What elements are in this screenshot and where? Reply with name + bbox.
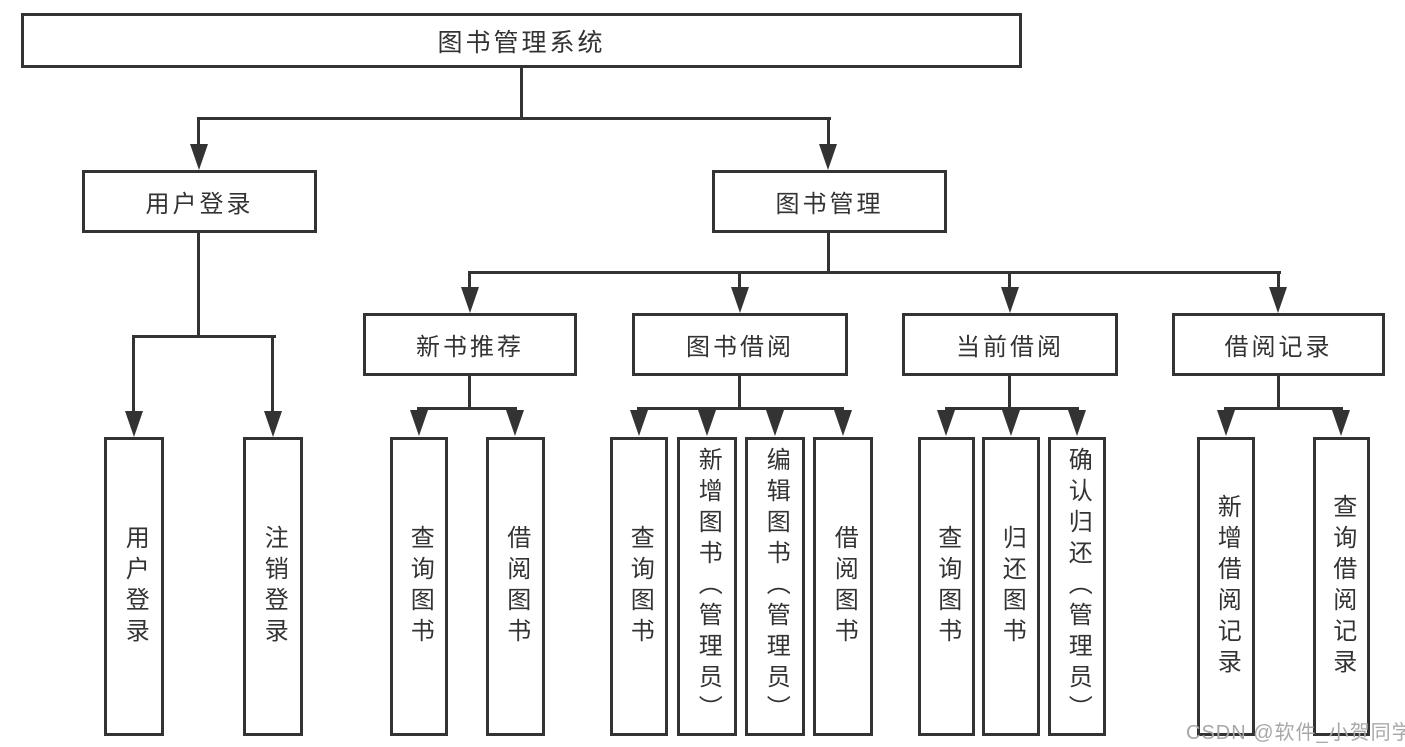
connector-line [827, 233, 830, 274]
arrow-down-icon [506, 410, 524, 436]
leaf-borrow-book: 借阅图书 [813, 437, 873, 736]
connector-line [197, 233, 200, 338]
arrow-down-icon [1332, 410, 1350, 436]
leaf-query-book: 查询图书 [918, 437, 975, 736]
arrow-down-icon [630, 410, 648, 436]
node-new-book-recommendation: 新书推荐 [363, 313, 577, 376]
arrow-down-icon [125, 411, 143, 437]
node-current-borrowing: 当前借阅 [902, 313, 1118, 376]
node-book-management: 图书管理 [712, 170, 947, 233]
arrow-down-icon [698, 410, 716, 436]
leaf-label: 编辑图书（管理员） [762, 447, 790, 726]
leaf-label: 查询借阅记录 [1328, 493, 1356, 680]
leaf-label: 新增图书（管理员） [694, 447, 722, 726]
connector-line [738, 274, 741, 290]
leaf-borrow-book: 借阅图书 [486, 437, 545, 736]
arrow-down-icon [190, 144, 208, 170]
arrow-down-icon [731, 287, 749, 313]
leaf-label: 新增借阅记录 [1213, 493, 1241, 680]
connector-line [738, 376, 741, 410]
arrow-down-icon [1068, 410, 1086, 436]
connector-line [827, 120, 830, 146]
connector-line [1277, 274, 1280, 290]
leaf-label: 借阅图书 [502, 524, 530, 649]
arrow-down-icon [1001, 287, 1019, 313]
leaf-label: 查询图书 [626, 524, 654, 649]
connector-line [1008, 376, 1011, 410]
connector-line [271, 338, 274, 414]
connector-line [945, 407, 1079, 410]
arrow-down-icon [766, 410, 784, 436]
arrow-down-icon [1217, 410, 1235, 436]
leaf-edit-book-admin: 编辑图书（管理员） [745, 437, 805, 736]
connector-line [468, 271, 1281, 274]
connector-line [637, 407, 844, 410]
arrow-down-icon [1269, 287, 1287, 313]
leaf-label: 查询图书 [406, 524, 434, 649]
node-borrowing-records: 借阅记录 [1172, 313, 1385, 376]
leaf-add-book-admin: 新增图书（管理员） [677, 437, 737, 736]
connector-line [468, 376, 471, 410]
leaf-label: 查询图书 [933, 524, 961, 649]
leaf-label: 用户登录 [121, 524, 149, 649]
leaf-query-book: 查询图书 [390, 437, 448, 736]
leaf-query-borrow-record: 查询借阅记录 [1313, 437, 1370, 736]
leaf-logout: 注销登录 [243, 437, 303, 736]
arrow-down-icon [1002, 410, 1020, 436]
connector-line [132, 338, 135, 414]
node-library-management-system: 图书管理系统 [21, 13, 1022, 68]
arrow-down-icon [819, 144, 837, 170]
connector-line [1224, 407, 1343, 410]
leaf-query-book: 查询图书 [610, 437, 668, 736]
leaf-label: 确认归还（管理员） [1064, 447, 1092, 726]
arrow-down-icon [410, 410, 428, 436]
arrow-down-icon [834, 410, 852, 436]
leaf-confirm-return-admin: 确认归还（管理员） [1048, 437, 1106, 736]
connector-line [132, 335, 276, 338]
arrow-down-icon [264, 411, 282, 437]
leaf-user-login: 用户登录 [104, 437, 164, 736]
arrow-down-icon [461, 287, 479, 313]
connector-line [1277, 376, 1280, 410]
connector-line [197, 120, 200, 146]
leaf-label: 注销登录 [260, 524, 288, 649]
leaf-label: 归还图书 [998, 524, 1026, 649]
node-book-borrowing: 图书借阅 [632, 313, 848, 376]
node-user-login: 用户登录 [82, 170, 317, 233]
connector-line [1008, 274, 1011, 290]
connector-line [417, 407, 517, 410]
leaf-add-borrow-record: 新增借阅记录 [1197, 437, 1255, 736]
leaf-return-book: 归还图书 [982, 437, 1040, 736]
connector-line [520, 68, 523, 117]
leaf-label: 借阅图书 [830, 524, 858, 649]
csdn-watermark: CSDN @软件_小贺同学 [1186, 722, 1405, 744]
arrow-down-icon [937, 410, 955, 436]
connector-line [468, 274, 471, 290]
connector-line [197, 117, 831, 120]
